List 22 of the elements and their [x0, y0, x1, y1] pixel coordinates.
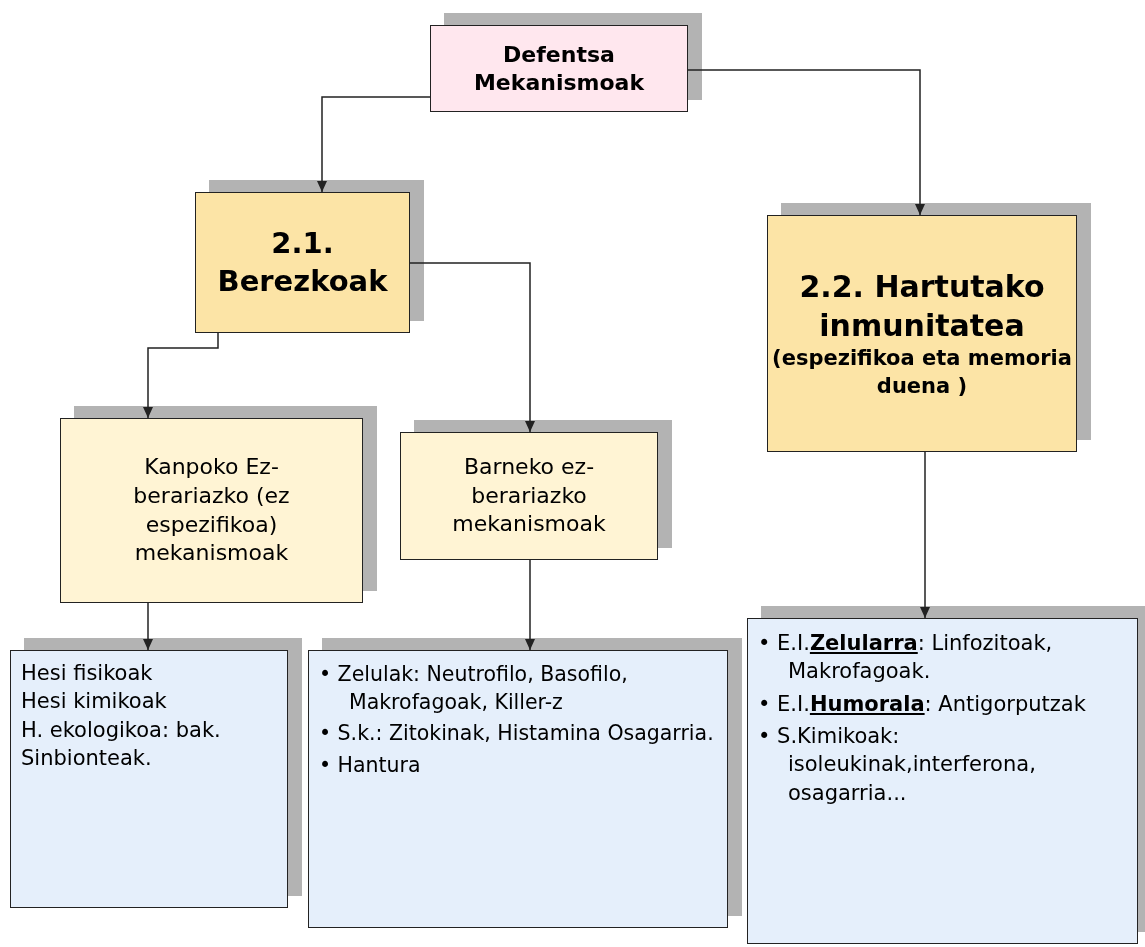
box-label: 2.2. Hartutako inmunitatea: [798, 268, 1046, 346]
text-line: H. ekologikoa: bak. Sinbionteak.: [21, 716, 222, 773]
arrow: [920, 451, 930, 619]
list-item: • E.I.Zelularra: Linfozitoak, Makrofagoak.: [758, 630, 1054, 686]
box-label: 2.1. Berezkoak: [216, 224, 389, 300]
arrow: [143, 332, 219, 419]
arrow: [143, 602, 153, 651]
list-item: • Zelulak: Neutrofilo, Basofilo, Makrofagoak, Killer-z: [319, 661, 629, 716]
text-line: Hesi fisikoak: [21, 660, 154, 687]
box-label: (espezifikoa eta memoria duena ): [771, 345, 1073, 400]
text-line: Hesi kimikoak: [21, 688, 168, 716]
box-label: Kanpoko Ez-berariazko (ez espezifikoa) mekanismoak: [132, 453, 291, 568]
box-label: Barneko ez-berariazko mekanismoak: [451, 453, 607, 539]
arrow: [525, 559, 535, 651]
list-item: • E.I.Humorala: Antigorputzak: [758, 690, 1087, 718]
list-item: • S.k.: Zitokinak, Histamina Osagarria.: [319, 720, 715, 748]
arrow: [687, 69, 925, 216]
list-item: • S.Kimikoak: isoleukinak,interferona, osagarria...: [758, 723, 1037, 807]
arrow: [409, 262, 535, 433]
arrow: [317, 96, 431, 193]
box-label: Defentsa Mekanismoak: [472, 41, 646, 96]
list-item: • Hantura: [319, 752, 422, 779]
